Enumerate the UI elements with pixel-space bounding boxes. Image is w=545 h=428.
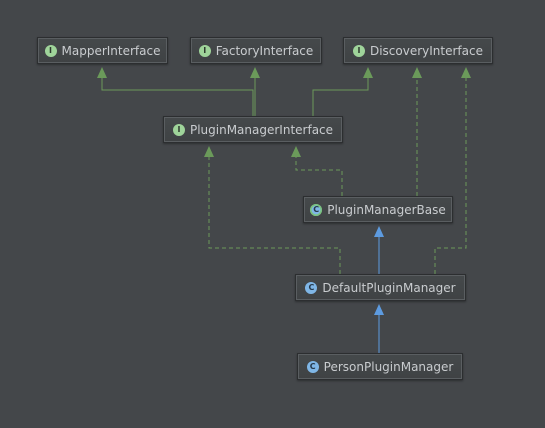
edge-pmb-to-pmi <box>295 156 343 196</box>
node-label: PluginManagerBase <box>327 202 446 217</box>
node-ppm[interactable]: C PersonPluginManager <box>297 353 463 380</box>
node-discovery[interactable]: I DiscoveryInterface <box>343 37 493 64</box>
node-pmi[interactable]: I PluginManagerInterface <box>163 116 343 143</box>
node-label: MapperInterface <box>61 43 161 58</box>
class-icon: C <box>306 360 319 373</box>
node-dpm[interactable]: C DefaultPluginManager <box>295 274 466 301</box>
node-factory[interactable]: I FactoryInterface <box>190 37 322 64</box>
interface-icon: I <box>198 44 211 57</box>
interface-icon: I <box>44 44 57 57</box>
edge-pmi-to-mapper <box>101 77 254 116</box>
arrowhead-dpm-to-discovery <box>461 67 471 78</box>
arrowhead-pmi-to-discovery <box>363 67 373 78</box>
arrowhead-ppm-to-dpm <box>374 304 384 315</box>
node-label: PersonPluginManager <box>323 359 454 374</box>
arrowhead-dpm-to-pmb <box>374 226 384 237</box>
node-label: DefaultPluginManager <box>322 280 456 295</box>
node-mapper[interactable]: I MapperInterface <box>37 37 168 64</box>
node-label: PluginManagerInterface <box>189 122 334 137</box>
node-label: FactoryInterface <box>215 43 314 58</box>
abstract-class-icon: C <box>310 203 323 216</box>
class-icon: C <box>305 281 318 294</box>
node-label: DiscoveryInterface <box>369 43 483 58</box>
arrowhead-pmi-to-mapper <box>97 67 107 78</box>
edge-pmi-to-discovery <box>312 77 369 116</box>
node-pmb[interactable]: C PluginManagerBase <box>303 196 453 223</box>
interface-icon: I <box>352 44 365 57</box>
interface-icon: I <box>172 123 185 136</box>
edge-dpm-to-pmi <box>208 156 341 274</box>
arrowhead-dpm-to-pmi <box>204 146 214 157</box>
arrowhead-pmi-to-factory <box>250 67 260 78</box>
arrowhead-pmb-to-pmi <box>291 146 301 157</box>
arrowhead-pmb-to-discovery <box>412 67 422 78</box>
edge-dpm-to-discovery <box>434 77 467 274</box>
